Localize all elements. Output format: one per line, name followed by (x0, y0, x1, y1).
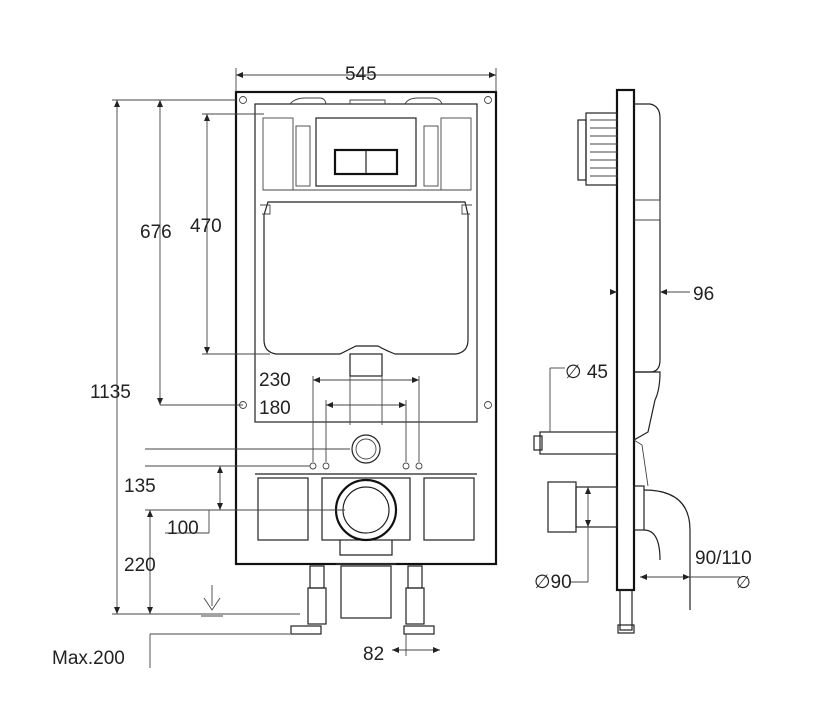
height-676-label: 676 (140, 222, 172, 243)
frame-inner (254, 103, 478, 423)
diameter-symbol-label: ∅ (736, 573, 751, 592)
right-leg (403, 565, 435, 635)
cistern-body (263, 201, 469, 355)
left-leg (290, 565, 327, 635)
side-frame (615, 88, 636, 592)
offset-100-label: 100 (167, 518, 199, 539)
height-1135-label: 1135 (90, 382, 131, 403)
side-view (533, 88, 691, 634)
width-545-label: 545 (345, 64, 377, 85)
spacing-180-label: 180 (259, 398, 291, 419)
height-470-label: 470 (190, 216, 222, 237)
max-200-label: Max.200 (52, 648, 125, 669)
spacing-230-label: 230 (259, 370, 291, 391)
height-135-label: 135 (124, 476, 156, 497)
front-dimensions (112, 68, 497, 668)
depth-96-label: 96 (693, 284, 714, 305)
diameter-90-110-label: 90/110 (695, 548, 752, 569)
flush-plate-housing (315, 117, 417, 187)
side-dimensions (549, 289, 740, 583)
foot-82-label: 82 (363, 644, 384, 665)
front-view (201, 90, 498, 635)
diameter-90-label: ∅90 (534, 572, 572, 593)
height-220-label: 220 (124, 555, 156, 576)
diameter-45-label: ∅ 45 (565, 362, 608, 383)
